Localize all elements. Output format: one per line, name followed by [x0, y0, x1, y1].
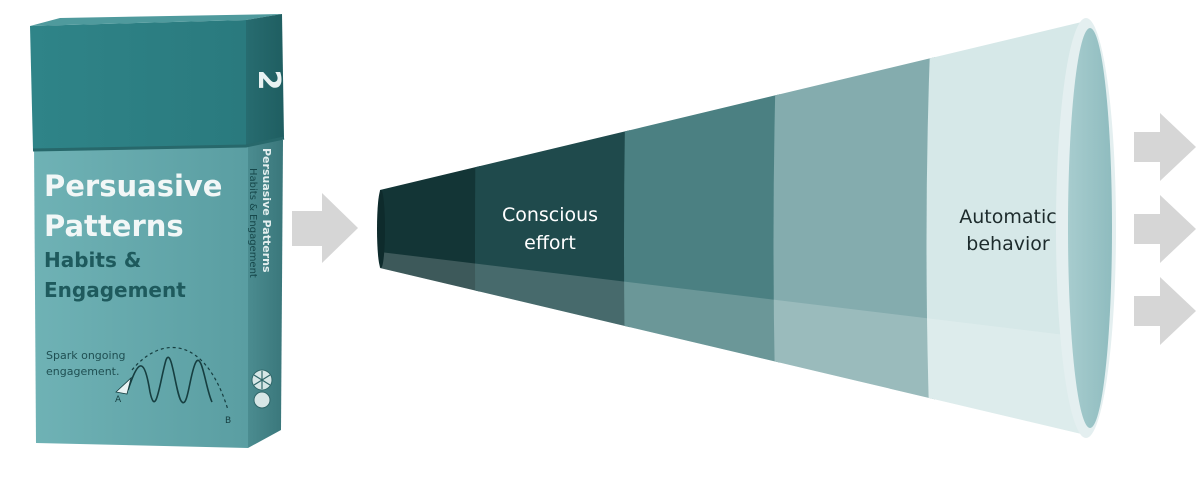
box-chart-start: A	[115, 395, 122, 405]
box-side-title: Persuasive Patterns	[260, 148, 273, 273]
funnel-label-automatic-line1: Automatic	[959, 206, 1056, 228]
arrow-right-icon	[292, 193, 358, 263]
box-title-line1: Persuasive	[44, 169, 222, 203]
arrow-right-icon-top	[1134, 113, 1196, 181]
box-side-emblem	[251, 369, 273, 409]
funnel-narrow-end	[377, 190, 385, 268]
box-subtitle-line2: Engagement	[44, 278, 186, 302]
box-lid-side	[246, 14, 284, 146]
funnel-segment-4	[773, 20, 935, 436]
funnel: Conscious effort Automatic behavior	[377, 18, 1116, 438]
funnel-segment-1	[378, 20, 480, 436]
funnel-label-conscious-line2: effort	[524, 232, 576, 254]
arrow-right-icon-bottom	[1134, 277, 1196, 345]
funnel-label-conscious-line1: Conscious	[502, 204, 598, 226]
card-box: 2 Persuasive Patterns Habits & Engagemen…	[30, 14, 286, 448]
lid-seam	[32, 136, 285, 152]
box-side-subtitle: Habits & Engagement	[247, 168, 258, 278]
box-subtitle-line1: Habits &	[44, 248, 141, 272]
funnel-label-automatic-line2: behavior	[966, 233, 1050, 255]
arrow-right-icon-middle	[1134, 195, 1196, 263]
funnel-segment-5	[926, 20, 1090, 436]
funnel-segment-3	[624, 20, 780, 436]
box-lid-front	[30, 20, 246, 150]
paper-plane-icon	[115, 376, 132, 395]
funnel-lower-band	[380, 252, 1090, 436]
box-title-line2: Patterns	[44, 209, 184, 243]
box-squiggle-chart: A B	[115, 346, 231, 426]
box-front	[34, 140, 248, 448]
box-tagline-line2: engagement.	[46, 365, 119, 378]
box-number: 2	[251, 70, 286, 91]
funnel-mouth	[1068, 28, 1112, 428]
box-lid-top	[30, 14, 282, 26]
box-tagline-line1: Spark ongoing	[46, 349, 126, 362]
box-chart-end: B	[225, 416, 231, 426]
